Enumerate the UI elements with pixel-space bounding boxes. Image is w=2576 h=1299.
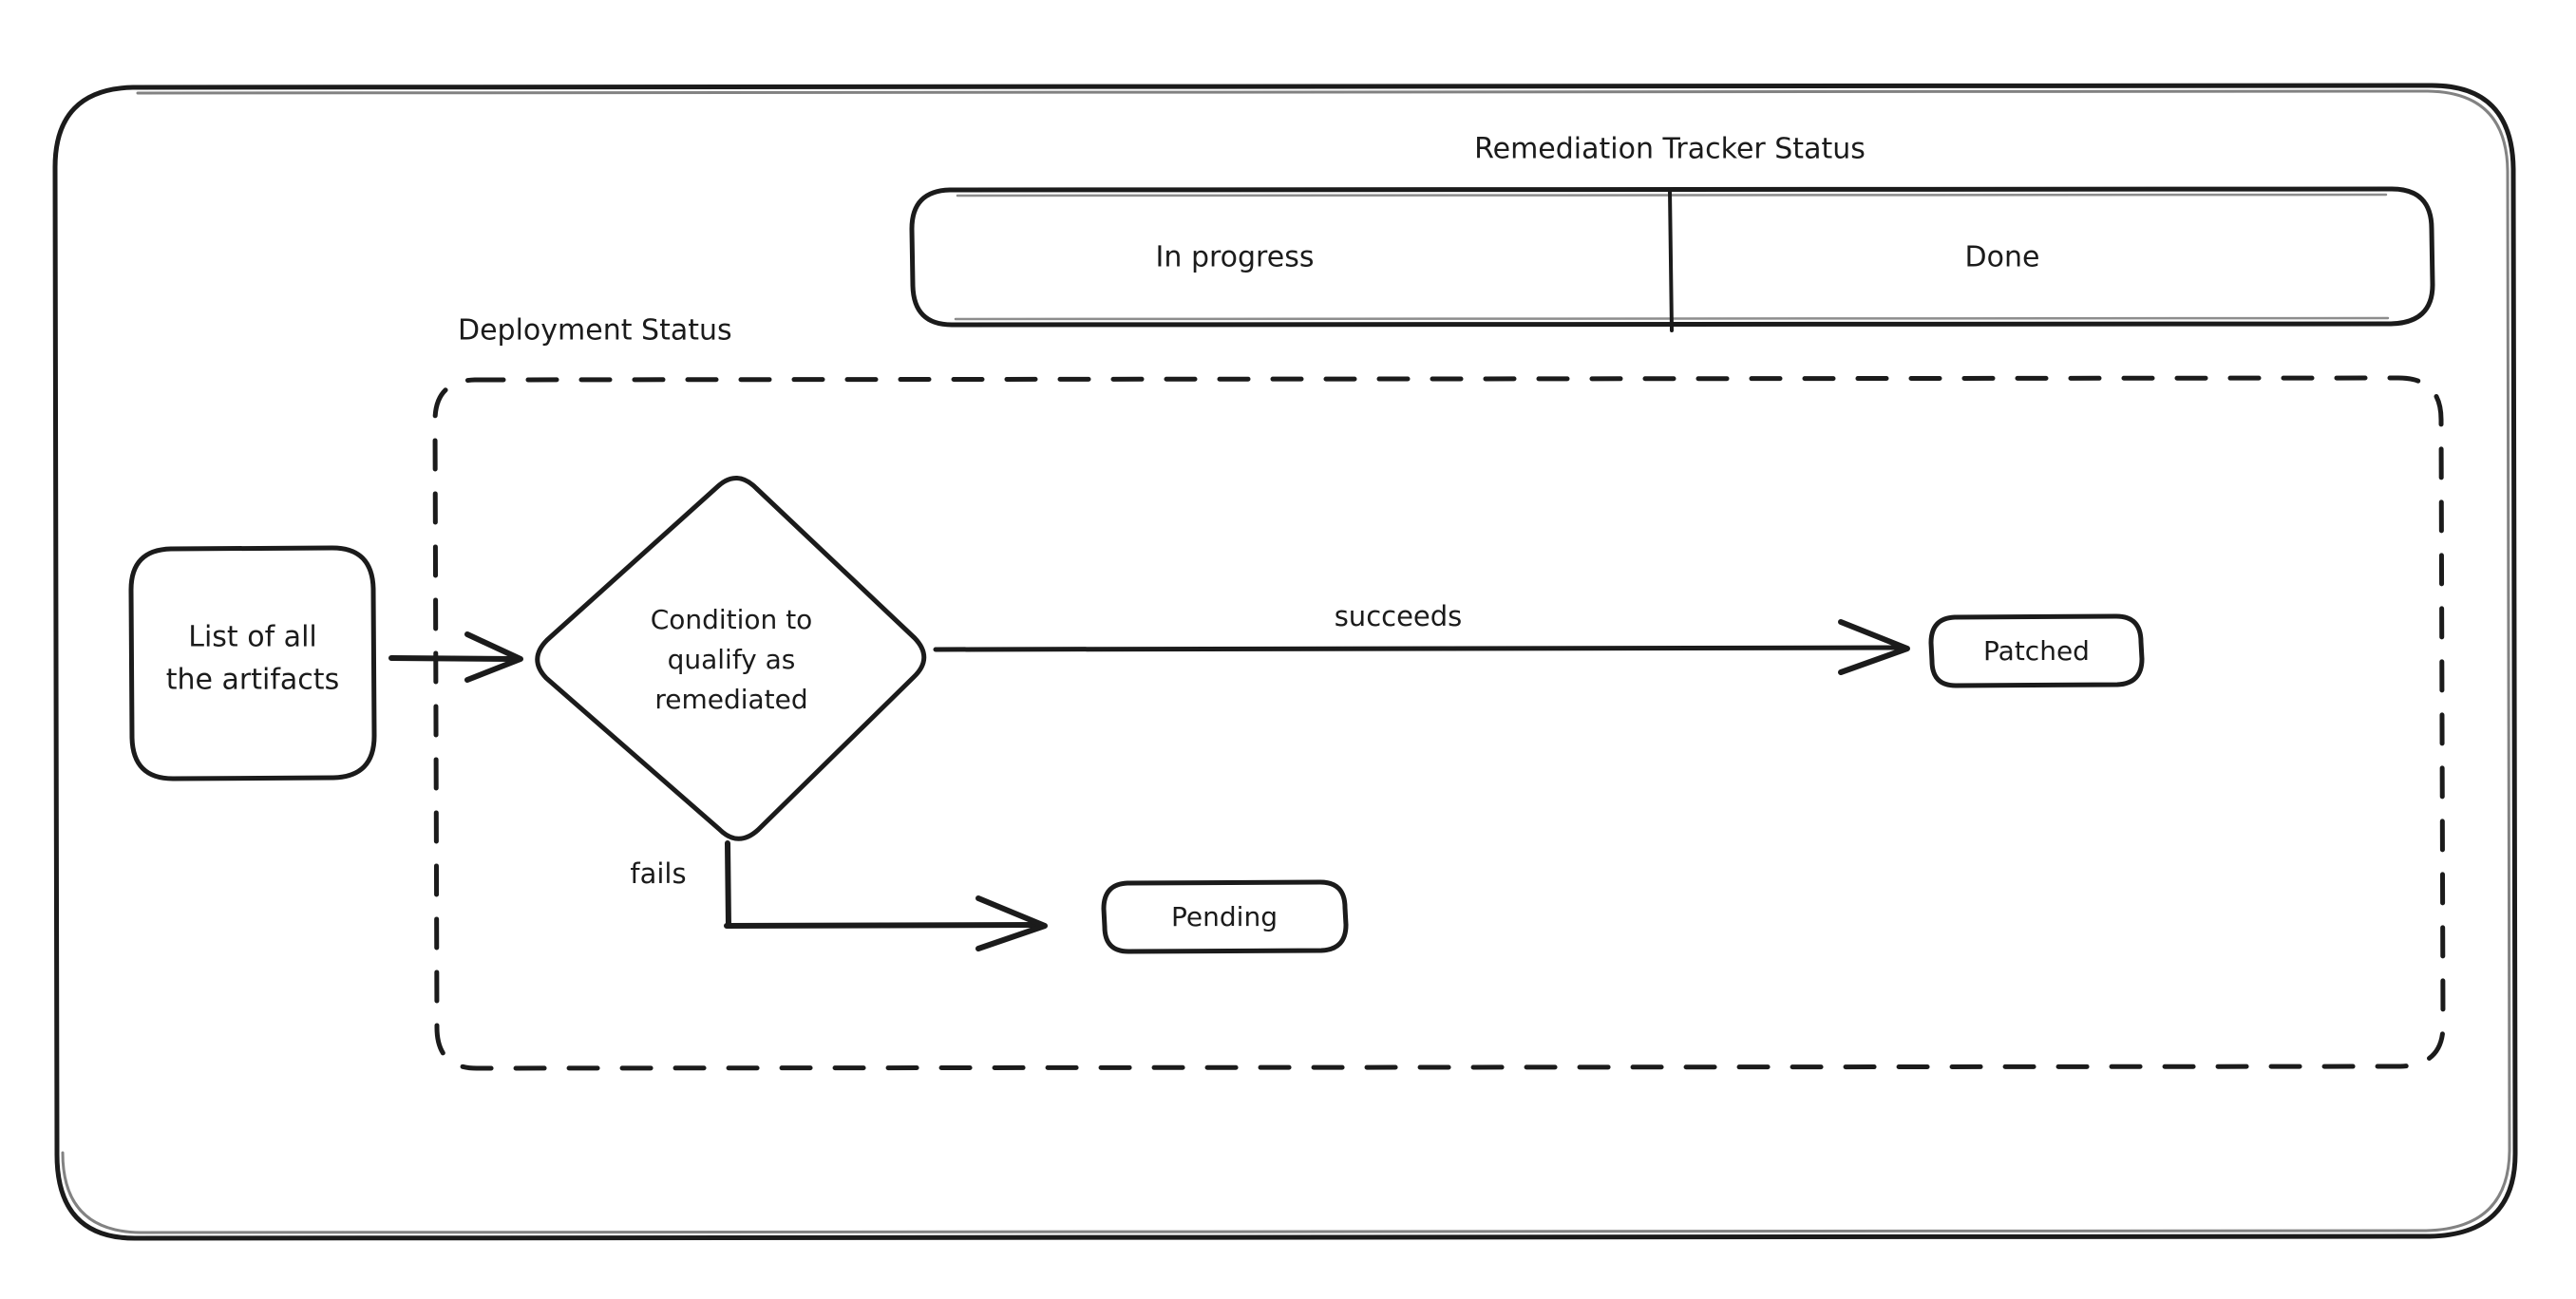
edge-artifacts-to-condition bbox=[388, 631, 523, 683]
node-patched-label: Patched bbox=[1983, 635, 2090, 667]
outer-frame bbox=[52, 83, 2518, 1241]
node-condition-label-line3: remediated bbox=[654, 684, 807, 715]
node-condition[interactable]: Condition to qualify as remediated bbox=[535, 476, 927, 841]
node-pending[interactable]: Pending bbox=[1101, 879, 1349, 954]
node-condition-label-line2: qualify as bbox=[668, 644, 796, 675]
deployment-status-dashed-container bbox=[432, 375, 2446, 1071]
node-condition-label-line1: Condition to bbox=[651, 604, 813, 635]
node-artifacts[interactable]: List of all the artifacts bbox=[128, 545, 377, 781]
edge-condition-to-patched: succeeds bbox=[933, 600, 1910, 675]
edge-fails-label: fails bbox=[630, 857, 686, 890]
node-artifacts-label-line2: the artifacts bbox=[166, 664, 339, 697]
node-pending-label: Pending bbox=[1171, 901, 1278, 932]
tracker-lane-done-label: Done bbox=[1965, 241, 2040, 274]
edge-condition-to-pending: fails bbox=[630, 840, 1048, 951]
tracker-lane-divider bbox=[1668, 189, 1674, 332]
tracker-lane-in-progress-label: In progress bbox=[1156, 241, 1315, 274]
tracker-title: Remediation Tracker Status bbox=[1474, 133, 1866, 166]
edge-succeeds-label: succeeds bbox=[1335, 600, 1463, 632]
node-artifacts-label-line1: List of all bbox=[188, 621, 316, 654]
node-patched[interactable]: Patched bbox=[1928, 613, 2145, 688]
deployment-status-title: Deployment Status bbox=[458, 314, 732, 348]
